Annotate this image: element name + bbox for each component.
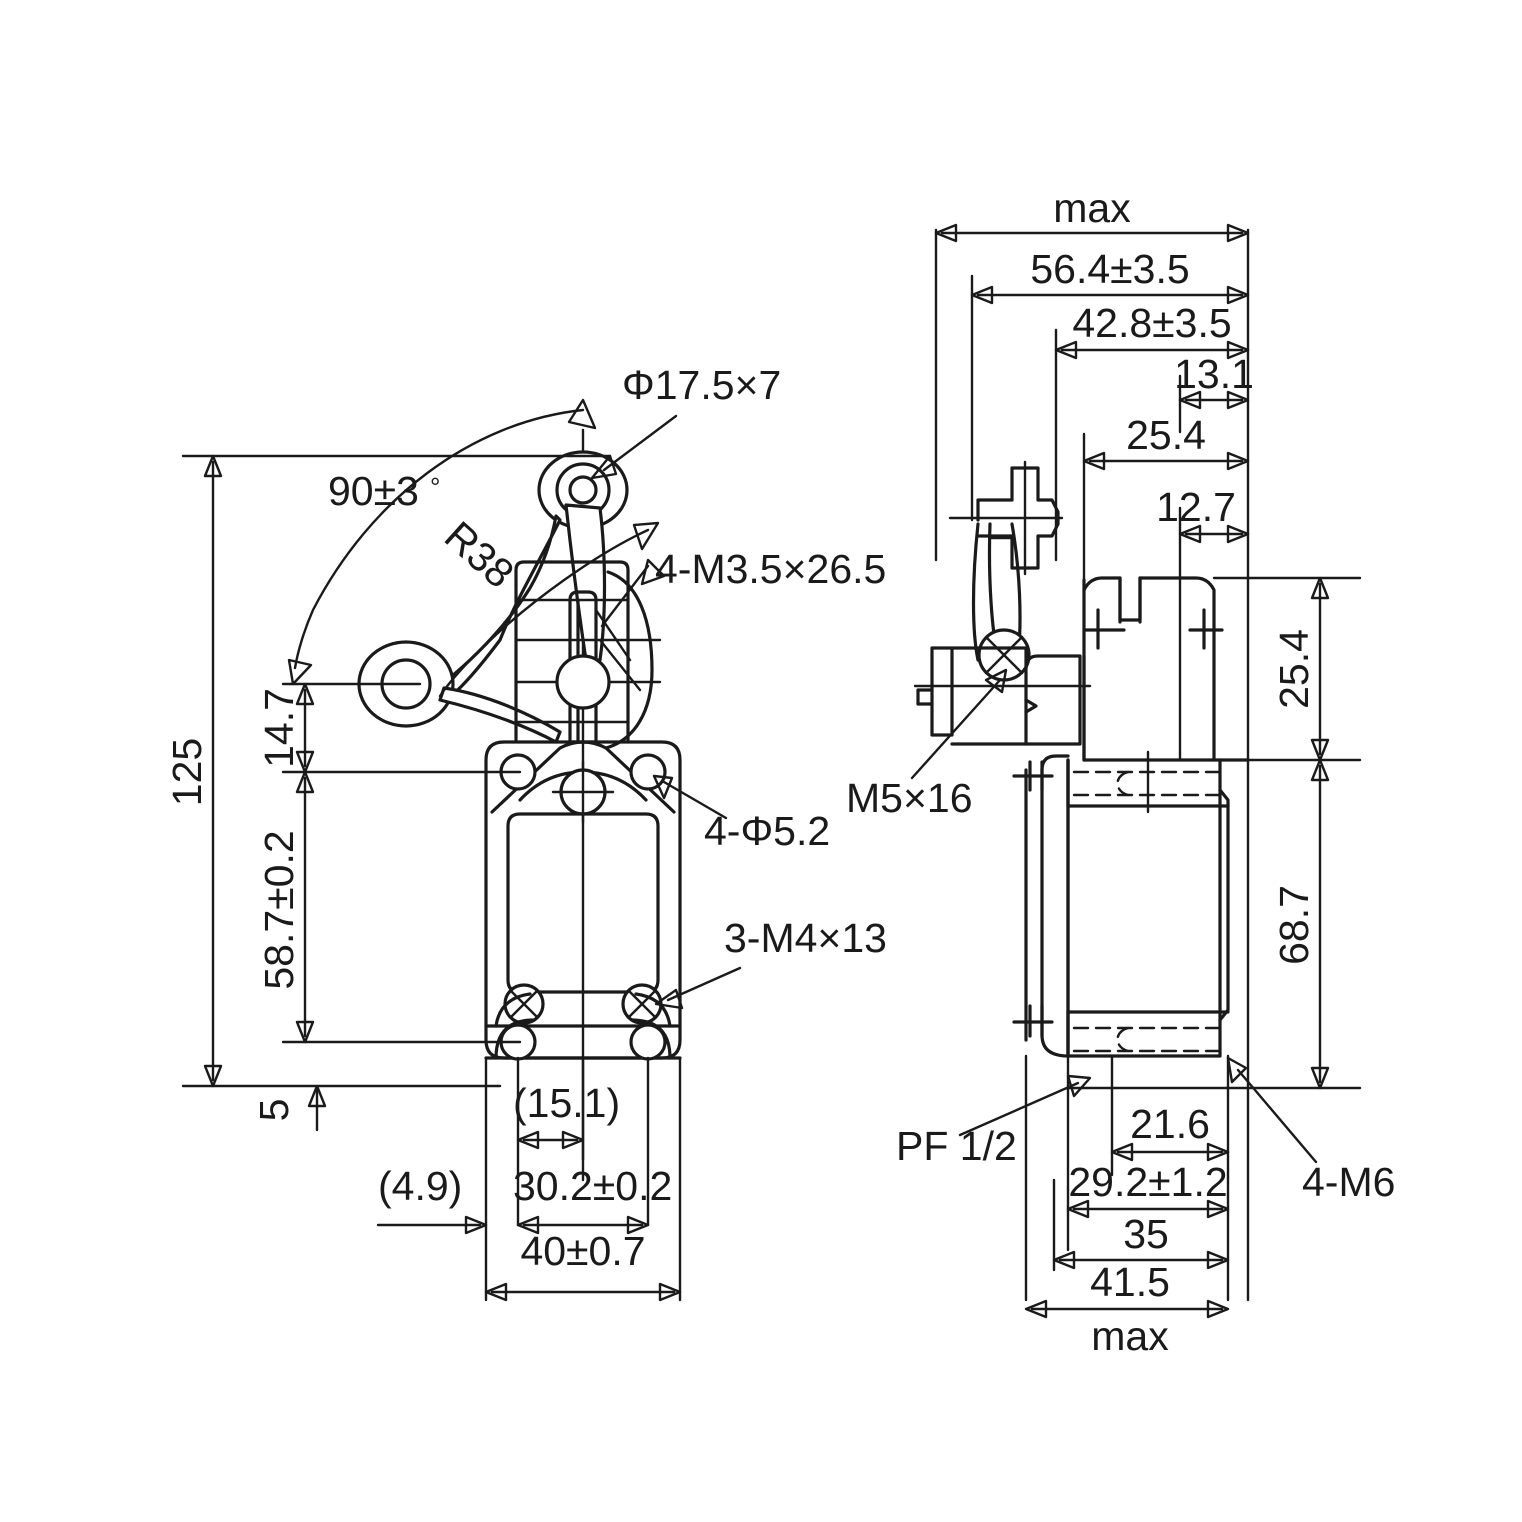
dim-overall-depth: 56.4±3.5 [1030, 246, 1189, 292]
dim-58-7: 58.7±0.2 [256, 770, 315, 1044]
dim-overall-height: 125 [164, 738, 210, 806]
side-view-geometry [913, 228, 1362, 1302]
dim-hole-inner: (15.1) [513, 1080, 620, 1126]
dim-width-29-2: 29.2±1.2 [1068, 1159, 1227, 1205]
slot-cross-left [1082, 608, 1126, 650]
dim-125: 125 [164, 454, 223, 1088]
callout-radius: R38 [436, 512, 523, 597]
dim-42-8: 42.8±3.5 [1054, 300, 1250, 360]
callout-angle: 90±3 [328, 468, 419, 514]
bracket-cross-top [1012, 760, 1054, 792]
side-view-dimensions: max 56.4±3.5 42.8±3.5 [934, 185, 1330, 1359]
dim-width-21-6: 21.6 [1130, 1101, 1210, 1147]
dim-lever-pivot-height: 14.7 [256, 688, 302, 768]
slot-cross-right [1188, 608, 1224, 650]
terminal-screw-left [503, 983, 545, 1025]
dim-offset-13-1: 13.1 [1174, 351, 1254, 397]
dim-13-1: 13.1 [1174, 351, 1254, 410]
callout-mount-screws: 4-M6 [1302, 1159, 1395, 1205]
dim-14-7: 14.7 [256, 682, 315, 774]
dim-width-41-5: 41.5 [1090, 1259, 1170, 1305]
callout-terminal-screws: 3-M4×13 [724, 915, 887, 961]
callout-conduit: PF 1/2 [896, 1123, 1017, 1169]
dim-35: 35 [1052, 1211, 1230, 1270]
dim-12-7: 12.7 [1156, 484, 1250, 544]
callout-lever-screws: 4-M3.5×26.5 [655, 546, 886, 592]
callout-cover-holes: 4-Φ5.2 [704, 808, 830, 854]
dim-max-bottom: max [1091, 1313, 1169, 1359]
dim-body-height: 58.7±0.2 [256, 830, 302, 989]
terminal-screw-right [621, 983, 663, 1025]
dim-max-top: max [1053, 185, 1131, 231]
dim-height-25-4: 25.4 [1271, 629, 1317, 709]
dim-68-7: 68.7 [1271, 758, 1330, 1090]
dim-offset-25-4-top: 25.4 [1126, 412, 1206, 458]
dim-29-2: 29.2±1.2 [1066, 1159, 1230, 1219]
dim-4-9: (4.9) [376, 1163, 488, 1235]
bracket-cross-bottom [1012, 1004, 1054, 1038]
dim-21-6: 21.6 [1110, 1101, 1230, 1162]
dim-body-width: 40±0.7 [520, 1228, 645, 1274]
degree-symbol: ° [430, 472, 440, 502]
side-view-callouts: M5×16 PF 1/2 4-M6 [846, 668, 1395, 1205]
dim-offset-12-7: 12.7 [1156, 484, 1236, 530]
dim-5: 5 [251, 1084, 327, 1132]
dim-25-4-top: 25.4 [1082, 412, 1250, 471]
dim-30-2: 30.2±0.2 [513, 1163, 672, 1235]
callout-head-screw: M5×16 [846, 775, 973, 821]
dim-width-35: 35 [1123, 1211, 1169, 1257]
dim-base-offset: 5 [251, 1099, 297, 1122]
dim-height-68-7: 68.7 [1271, 885, 1317, 965]
dim-max-arrow [934, 223, 1250, 243]
callout-roller: Φ17.5×7 [622, 362, 781, 408]
dim-56-4: 56.4±3.5 [970, 246, 1250, 305]
dim-arm-depth: 42.8±3.5 [1072, 300, 1231, 346]
dim-40: 40±0.7 [484, 1228, 682, 1302]
dim-hole-spacing: 30.2±0.2 [513, 1163, 672, 1209]
dim-edge-offset: (4.9) [378, 1163, 462, 1209]
dim-25-4-vertical: 25.4 [1271, 576, 1330, 762]
dim-15-1: (15.1) [513, 1080, 620, 1150]
front-view-dimensions: 125 14.7 58.7±0.2 5 [164, 454, 682, 1302]
dim-41-5: 41.5 max [1024, 1259, 1230, 1359]
